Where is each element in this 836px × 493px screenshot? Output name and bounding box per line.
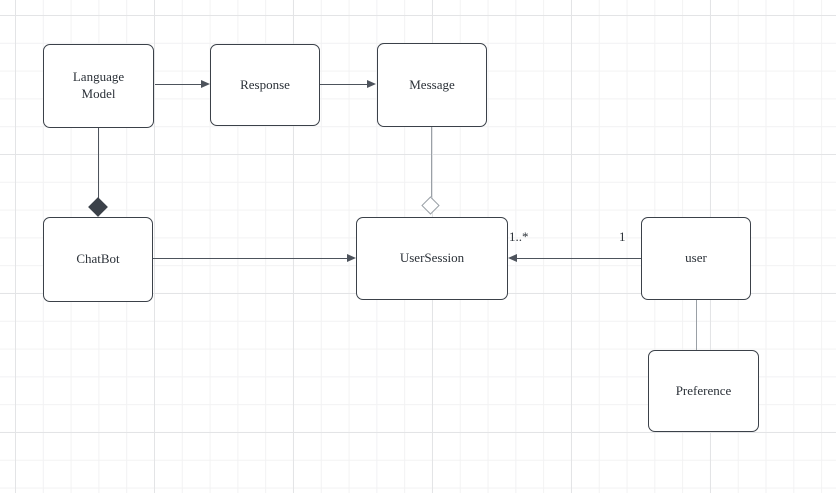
node-response[interactable]: Response xyxy=(210,44,320,126)
edge-user-preference[interactable] xyxy=(696,300,697,350)
edge-message-usersession[interactable] xyxy=(431,127,432,197)
node-chatbot[interactable]: ChatBot xyxy=(43,217,153,302)
composition-diamond-icon xyxy=(88,197,108,217)
node-user-label: user xyxy=(685,250,707,266)
node-user-session-label: UserSession xyxy=(399,250,465,266)
arrowhead-left-icon xyxy=(508,254,517,262)
edge-chatbot-usersession[interactable] xyxy=(153,258,347,259)
node-user-session[interactable]: UserSession xyxy=(356,217,508,300)
arrowhead-right-icon xyxy=(367,80,376,88)
arrowhead-right-icon xyxy=(201,80,210,88)
node-response-label: Response xyxy=(240,76,290,92)
edge-user-usersession[interactable] xyxy=(517,258,641,259)
node-chatbot-label: ChatBot xyxy=(76,251,120,267)
aggregation-diamond-icon xyxy=(421,196,440,215)
node-language-model[interactable]: Language Model xyxy=(43,44,154,128)
node-user[interactable]: user xyxy=(641,217,751,300)
node-preference-label: Preference xyxy=(675,382,732,398)
multiplicity-label-one[interactable]: 1 xyxy=(619,229,626,244)
edge-response-message[interactable] xyxy=(320,84,367,85)
edge-languagemodel-response[interactable] xyxy=(155,84,201,85)
node-message[interactable]: Message xyxy=(377,43,487,127)
node-preference[interactable]: Preference xyxy=(648,350,759,432)
node-language-model-label: Language Model xyxy=(72,69,125,101)
arrowhead-right-icon xyxy=(347,254,356,262)
edge-languagemodel-chatbot[interactable] xyxy=(98,128,99,200)
node-message-label: Message xyxy=(409,76,455,92)
multiplicity-label-many[interactable]: 1..* xyxy=(509,229,529,244)
